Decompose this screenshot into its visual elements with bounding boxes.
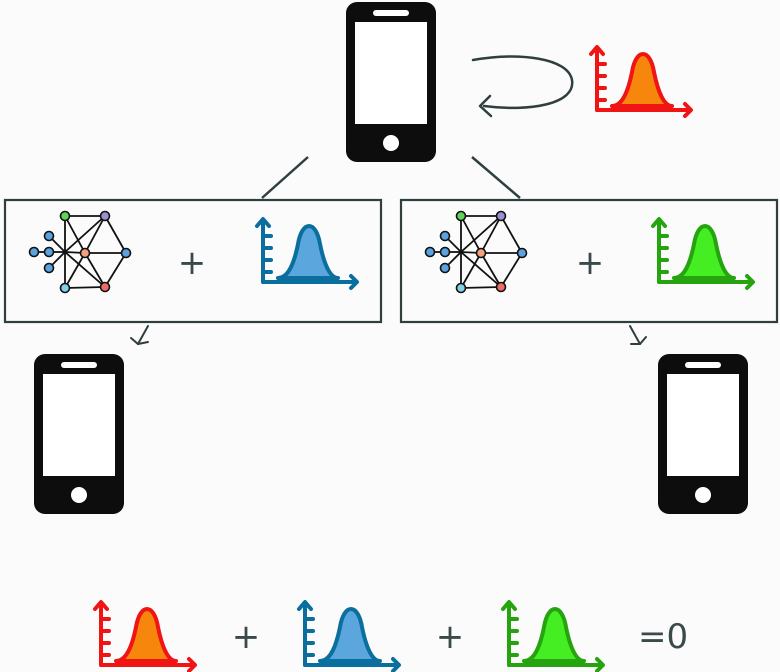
right-update-box — [399, 198, 779, 324]
left-down-arrow — [130, 325, 149, 346]
equation-blue-distribution-icon — [297, 600, 401, 672]
left-update-box — [3, 198, 383, 324]
right-distribution-icon — [651, 217, 755, 290]
self-loop-arrow — [471, 55, 574, 118]
self-distribution-icon — [589, 45, 693, 118]
equation-result: =0 — [638, 617, 688, 657]
left-plus-sign: + — [178, 243, 207, 283]
right-down-arrow — [629, 325, 647, 345]
connector-lines — [261, 156, 521, 199]
equation-plus-1: + — [232, 617, 261, 657]
left-distribution-icon — [255, 217, 359, 290]
equation-red-distribution-icon — [93, 600, 197, 672]
left-smartphone-icon — [34, 354, 124, 514]
right-plus-sign: + — [576, 243, 605, 283]
equation-plus-2: + — [436, 617, 465, 657]
top-smartphone-icon — [346, 2, 436, 162]
right-smartphone-icon — [658, 354, 748, 514]
right-neural-network-icon — [424, 210, 528, 294]
left-neural-network-icon — [28, 210, 132, 294]
equation-green-distribution-icon — [501, 600, 605, 672]
